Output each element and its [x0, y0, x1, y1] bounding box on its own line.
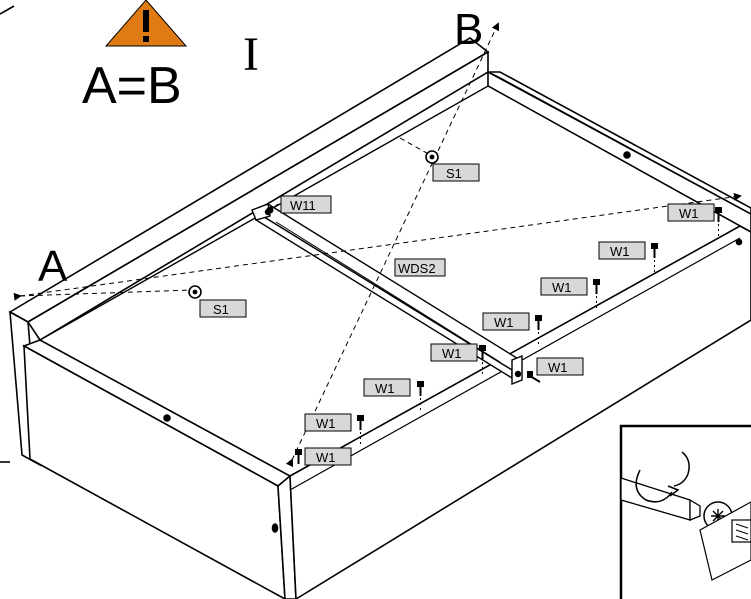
part-label-w1: W1 — [375, 381, 395, 396]
part-label-s1-left: S1 — [213, 302, 229, 317]
part-label-w1: W1 — [316, 416, 336, 431]
screw-icon — [593, 279, 600, 294]
screw-icon — [417, 381, 424, 396]
part-label-w1: W1 — [316, 450, 336, 465]
corner-label-b: B — [454, 5, 483, 54]
part-label-w1: W1 — [679, 206, 699, 221]
part-label-w1: W1 — [548, 360, 568, 375]
screw-icon — [266, 206, 274, 214]
screwdriver-detail-icon — [619, 424, 751, 599]
screw-icon — [357, 415, 364, 430]
part-label-wds2: WDS2 — [398, 261, 436, 276]
part-label-w11: W11 — [290, 198, 316, 213]
screw-icon — [715, 207, 722, 222]
part-label-w1: W1 — [442, 346, 462, 361]
cam-fitting-left — [188, 285, 202, 299]
part-label-w1: W1 — [494, 315, 514, 330]
leader-lines — [360, 224, 719, 446]
edge-line — [0, 5, 15, 463]
screws — [266, 206, 722, 464]
part-label-w1: W1 — [552, 280, 572, 295]
warning-text: A=B — [82, 57, 182, 115]
part-label-s1-top: S1 — [446, 166, 462, 181]
corner-label-a: A — [38, 242, 68, 291]
screw-icon — [479, 345, 486, 360]
screw-icon — [295, 449, 302, 464]
warning-triangle-icon — [104, 0, 188, 47]
screw-icon — [535, 315, 542, 330]
screw-icon — [651, 243, 658, 258]
screw-icon — [527, 371, 541, 383]
part-label-w1: W1 — [610, 244, 630, 259]
step-number: I — [243, 28, 259, 81]
cam-fitting-top — [425, 150, 439, 164]
front-panel — [22, 151, 751, 599]
